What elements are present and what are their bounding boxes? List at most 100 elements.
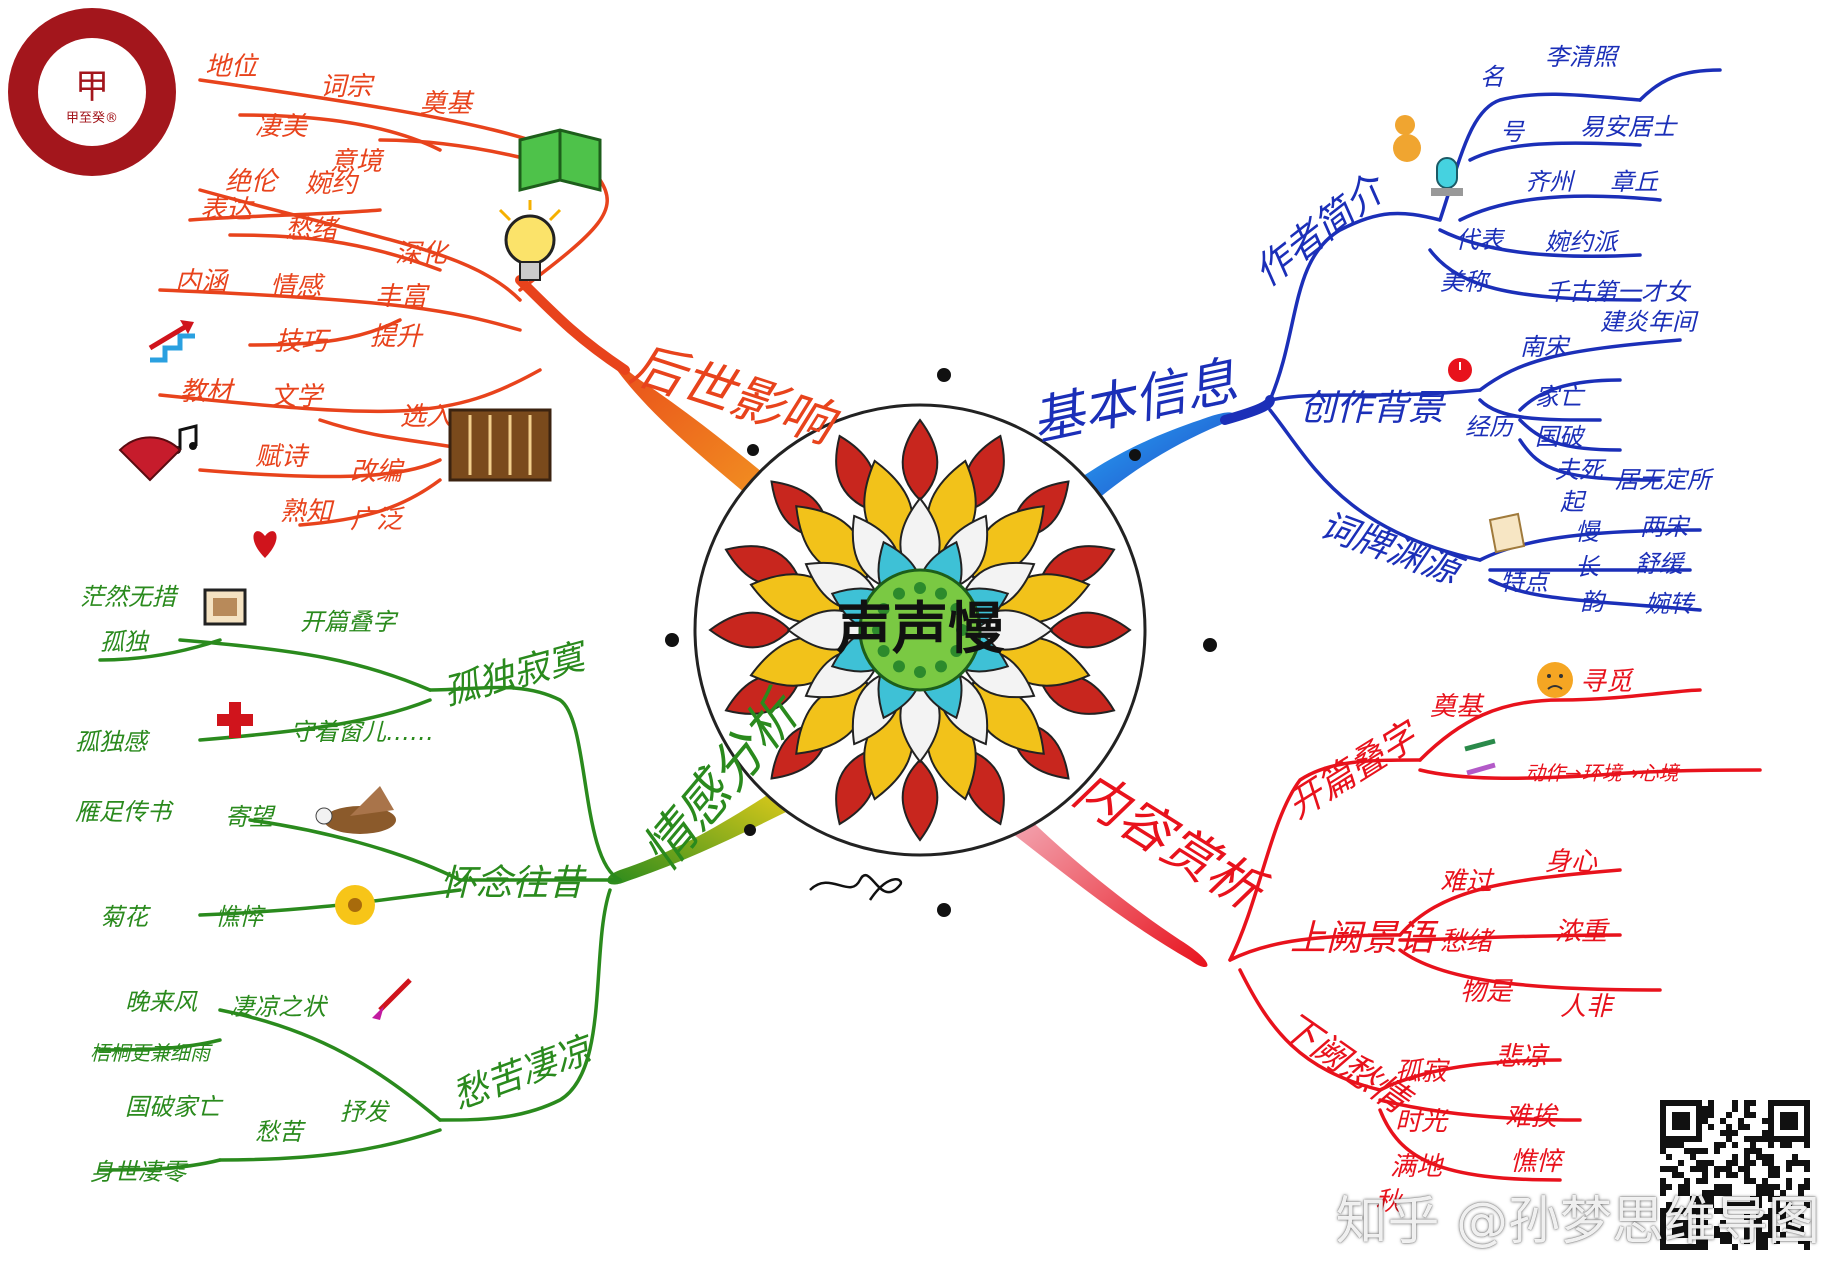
picture-frame-icon bbox=[203, 588, 247, 626]
leaf-word: 时光 bbox=[1395, 1107, 1449, 1137]
leaf-word: 茫然无措 bbox=[80, 583, 179, 611]
leaf-word: 文学 bbox=[270, 382, 325, 412]
signature-scribble bbox=[809, 873, 903, 901]
group-title: 愁苦凄凉 bbox=[447, 1028, 600, 1117]
mandala-flower: 声声慢 bbox=[693, 403, 1147, 857]
leaf-word: 齐州 bbox=[1525, 168, 1576, 196]
leaf-word: 奠基 bbox=[420, 89, 475, 119]
leaf-word: 熟知 bbox=[280, 497, 335, 527]
leaf-word: 表达 bbox=[200, 195, 255, 225]
leaf-word: 名 bbox=[1480, 63, 1505, 91]
leaf-word: 教材 bbox=[180, 377, 235, 407]
qr-code bbox=[1660, 1100, 1810, 1250]
leaf-word: 孤独 bbox=[100, 628, 150, 656]
leaf-word: 提升 bbox=[370, 322, 424, 352]
leaf-word: 秋 bbox=[1375, 1187, 1404, 1217]
leaf-word: 人非 bbox=[1560, 992, 1615, 1022]
leaf-word: 深化 bbox=[395, 239, 450, 269]
leaf-word: 憔悴 bbox=[1510, 1147, 1566, 1177]
trunk-bottom-left bbox=[607, 780, 810, 885]
leaf-word: 南宋 bbox=[1520, 333, 1571, 361]
leaf-word: 孤寂 bbox=[1395, 1057, 1450, 1087]
leaf-word: 满地 bbox=[1390, 1152, 1445, 1182]
branch-title-top-right: 基本信息 bbox=[1027, 351, 1243, 453]
branch-title-bottom-right: 内容赏析 bbox=[1063, 760, 1275, 924]
leaf-word: 广泛 bbox=[350, 505, 405, 535]
leaf-word: 晚来风 bbox=[125, 988, 198, 1016]
leaf-word: 起 bbox=[1560, 488, 1587, 516]
leaf-word: 建炎年间 bbox=[1600, 308, 1699, 336]
logo-seal: 甲至癸® 甲 bbox=[8, 8, 176, 176]
leaf-word: 代表 bbox=[1455, 226, 1506, 254]
brush-icon bbox=[372, 978, 412, 1020]
leaf-word: 婉约 bbox=[305, 169, 360, 199]
leaf-word: 慢 bbox=[1575, 518, 1601, 546]
leaf-word: 韵 bbox=[1580, 588, 1607, 616]
leaf-word: 舒缓 bbox=[1635, 550, 1686, 578]
leaf-word: 婉约派 bbox=[1545, 228, 1620, 256]
leaf-word: 菊花 bbox=[100, 903, 151, 931]
heart-icon bbox=[253, 531, 277, 558]
stairs-arrow-icon bbox=[148, 320, 195, 363]
mandala-petal bbox=[1048, 611, 1132, 649]
leaf-word: 抒发 bbox=[340, 1098, 391, 1126]
leaf-word: 长 bbox=[1575, 553, 1601, 581]
center-title: 声声慢 bbox=[836, 597, 1005, 662]
leaf-word: 经历 bbox=[1465, 413, 1517, 441]
lightbulb-icon bbox=[498, 200, 562, 281]
scroll-paper-icon bbox=[1488, 512, 1526, 554]
pin-icon bbox=[1431, 157, 1463, 196]
leaf-word: 寻觅 bbox=[1580, 667, 1635, 697]
leaf-word: 易安居士 bbox=[1580, 113, 1678, 141]
leaf-word: 词宗 bbox=[320, 72, 375, 102]
leaf-word: 开篇叠字 bbox=[300, 608, 399, 636]
leaf-word: 美称 bbox=[1440, 268, 1492, 296]
branch-lines-bottom-left bbox=[98, 638, 622, 1172]
svg-text:甲: 甲 bbox=[75, 67, 109, 107]
leaf-word: 选入 bbox=[400, 402, 452, 432]
branch-lines-top-left bbox=[158, 78, 609, 527]
book-icon bbox=[518, 128, 602, 192]
leaf-word: 家亡 bbox=[1535, 383, 1586, 411]
leaf-word: 意境 bbox=[330, 147, 385, 177]
svg-text:甲至癸®: 甲至癸® bbox=[66, 111, 118, 126]
leaf-word: 愁绪 bbox=[1440, 927, 1496, 957]
leaf-word: 国破家亡 bbox=[125, 1093, 224, 1121]
leaf-word: 情感 bbox=[270, 272, 326, 302]
leaf-word: 特点 bbox=[1500, 568, 1551, 596]
leaf-word: 号 bbox=[1500, 118, 1526, 146]
group-title: 词牌渊源 bbox=[1314, 505, 1469, 595]
leaf-word: 梧桐更兼细雨 bbox=[90, 1041, 213, 1065]
leaf-word: 绝伦 bbox=[225, 167, 280, 197]
leaf-word: 改编 bbox=[350, 457, 405, 487]
leaf-word: 动作→环境→心境 bbox=[1525, 761, 1681, 785]
leaf-word: 雁足传书 bbox=[75, 798, 174, 826]
leaf-word: 丰富 bbox=[375, 282, 430, 312]
trunk-bottom-right bbox=[995, 800, 1208, 968]
leaf-word: 难挨 bbox=[1505, 1102, 1559, 1132]
branch-lines-top-right bbox=[1268, 68, 1722, 612]
leaf-word: 物是 bbox=[1460, 977, 1514, 1007]
gourd-icon bbox=[1393, 115, 1421, 162]
leaf-word: 憔悴 bbox=[215, 903, 266, 931]
leaf-word: 章丘 bbox=[1610, 168, 1659, 196]
leaf-word: 愁苦 bbox=[255, 1118, 306, 1146]
leaf-word: 凄美 bbox=[255, 112, 310, 142]
sad-face-icon bbox=[1537, 662, 1573, 698]
leaf-word: 居无定所 bbox=[1615, 466, 1715, 494]
leaf-word: 婉转 bbox=[1645, 590, 1696, 618]
group-title: 孤独寂寞 bbox=[439, 635, 594, 713]
mandala-petal bbox=[708, 611, 792, 649]
leaf-word: 内涵 bbox=[175, 267, 230, 297]
leaf-word: 千古第一才女 bbox=[1545, 278, 1692, 306]
group-title: 作者简介 bbox=[1246, 164, 1396, 295]
clock-icon bbox=[1448, 358, 1472, 382]
mandala-petal bbox=[901, 758, 939, 842]
leaf-word: 夫死 bbox=[1555, 456, 1607, 484]
branch-lines-bottom-right bbox=[1228, 688, 1762, 1182]
leaf-word: 浓重 bbox=[1555, 917, 1610, 947]
leaf-word: 守着窗儿…… bbox=[290, 718, 434, 746]
watermark-text: 知乎 @孙梦思维导图 bbox=[1335, 1192, 1820, 1252]
fan-icon bbox=[118, 436, 182, 482]
branch-title-top-left: 后世影响 bbox=[624, 334, 846, 457]
